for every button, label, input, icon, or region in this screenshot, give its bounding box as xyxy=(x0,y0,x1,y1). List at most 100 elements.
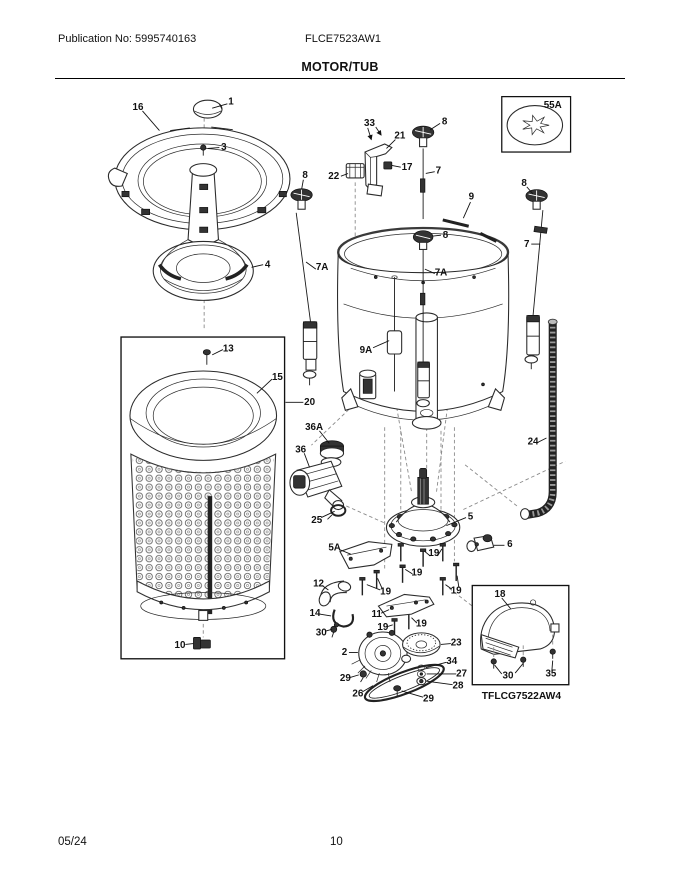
basket-screw-13 xyxy=(202,349,211,365)
callout-15: 15 xyxy=(272,372,283,383)
nut-28 xyxy=(416,677,427,686)
callout-labels: 1 16 3 8 33 21 22 17 8 7 55A 8 7 9 8 7A … xyxy=(133,97,562,705)
callout-8-right: 8 xyxy=(521,178,527,189)
callout-1: 1 xyxy=(228,97,234,108)
screw-30-left xyxy=(330,625,338,638)
callout-21: 21 xyxy=(394,131,405,142)
callout-36a: 36A xyxy=(305,422,323,433)
callout-12: 12 xyxy=(313,578,324,589)
callout-7-top: 7 xyxy=(436,165,442,176)
callout-26: 26 xyxy=(352,688,363,699)
switch-block-part xyxy=(345,163,365,179)
hose-clamp-14 xyxy=(332,609,355,628)
cover-screw-mid xyxy=(520,656,527,667)
drive-motor xyxy=(351,629,412,683)
inner-rod-7a-tub xyxy=(412,230,434,408)
callout-14: 14 xyxy=(310,608,321,619)
callout-4: 4 xyxy=(265,259,271,270)
balance-ring xyxy=(129,370,278,461)
basket-body xyxy=(130,453,277,621)
callout-5a: 5A xyxy=(328,543,341,554)
callout-19-2: 19 xyxy=(411,568,422,579)
screw-29-left xyxy=(359,670,367,683)
callout-18: 18 xyxy=(495,589,506,600)
mounting-plate-5a xyxy=(339,541,393,570)
callout-24: 24 xyxy=(528,436,539,447)
suspension-rod-7-right xyxy=(524,189,548,370)
screw-29-right xyxy=(393,685,402,698)
callout-29-right: 29 xyxy=(423,694,434,705)
footer-page-number: 10 xyxy=(330,836,343,848)
callout-6: 6 xyxy=(507,539,513,550)
callout-29-left: 29 xyxy=(340,673,351,684)
callout-9a: 9A xyxy=(360,345,373,356)
screw-arrows-33 xyxy=(367,126,382,141)
callout-55a: 55A xyxy=(544,100,562,111)
pump-cap-36a xyxy=(319,440,345,460)
callout-7-right: 7 xyxy=(524,239,530,250)
callout-30-left: 30 xyxy=(316,628,327,639)
callout-8-top: 8 xyxy=(442,116,448,127)
callout-34: 34 xyxy=(446,656,457,667)
cap-8-top-center xyxy=(412,125,435,220)
callout-16: 16 xyxy=(133,102,144,113)
callout-3: 3 xyxy=(221,142,227,153)
callout-23: 23 xyxy=(451,637,462,648)
callout-10: 10 xyxy=(175,640,186,651)
callout-2: 2 xyxy=(342,647,348,658)
cover-screw-left xyxy=(490,658,497,669)
callout-28: 28 xyxy=(453,680,464,691)
callout-8-tub: 8 xyxy=(443,230,449,241)
callout-19-3: 19 xyxy=(451,586,462,597)
washer-27 xyxy=(416,670,426,678)
callout-11: 11 xyxy=(371,609,382,620)
agitator-column xyxy=(187,163,220,245)
callout-36: 36 xyxy=(295,444,306,455)
agitator-screw-part xyxy=(200,144,207,156)
callout-17: 17 xyxy=(402,162,413,173)
washer-34 xyxy=(417,664,426,671)
component-6 xyxy=(466,534,495,553)
model-number: FLCE7523AW1 xyxy=(305,33,382,45)
inset-box-18 xyxy=(471,584,570,686)
callout-5: 5 xyxy=(468,511,474,522)
agitator-cap-part xyxy=(192,99,223,119)
drain-pump xyxy=(289,457,345,511)
diagram-caption: TFLCG7522AW4 xyxy=(482,691,562,702)
inset-box-55a xyxy=(501,95,572,153)
publication-number: Publication No: 5995740163 xyxy=(58,33,197,45)
callout-7a-tub: 7A xyxy=(435,267,448,278)
callout-8-left: 8 xyxy=(302,170,308,181)
motor-mount-plate-11 xyxy=(377,593,435,618)
callout-13: 13 xyxy=(223,343,234,354)
cover-screw-35 xyxy=(549,648,556,659)
footer-date: 05/24 xyxy=(58,836,87,848)
lid-switch-bracket xyxy=(364,143,393,197)
callout-19-4: 19 xyxy=(380,586,391,597)
hose-clamp-25 xyxy=(327,504,347,520)
tub-bottom-cylinder xyxy=(359,369,377,400)
header-rule xyxy=(55,78,625,79)
exploded-parts-diagram: 1 16 3 8 33 21 22 17 8 7 55A 8 7 9 8 7A … xyxy=(107,95,572,705)
callout-27: 27 xyxy=(456,669,467,680)
tub-hose-12 xyxy=(318,580,352,607)
callout-7a-left: 7A xyxy=(316,262,329,273)
callout-9: 9 xyxy=(469,191,475,202)
callout-30-box: 30 xyxy=(503,670,514,681)
callout-19-5: 19 xyxy=(416,619,427,630)
callout-33: 33 xyxy=(364,118,375,129)
callout-leader-lines xyxy=(142,103,554,698)
callout-20: 20 xyxy=(304,397,315,408)
callout-25: 25 xyxy=(311,515,322,526)
damper-rod-9a xyxy=(386,275,403,392)
callout-35: 35 xyxy=(545,669,556,680)
page-title: MOTOR/TUB xyxy=(301,60,379,74)
drain-hose xyxy=(520,318,558,520)
callout-19-1: 19 xyxy=(428,548,439,559)
hub-bearing-assembly xyxy=(385,468,461,547)
callout-22: 22 xyxy=(328,171,339,182)
callout-19-6: 19 xyxy=(377,622,388,633)
agitator-base xyxy=(152,239,254,301)
drive-block-10 xyxy=(193,623,211,650)
